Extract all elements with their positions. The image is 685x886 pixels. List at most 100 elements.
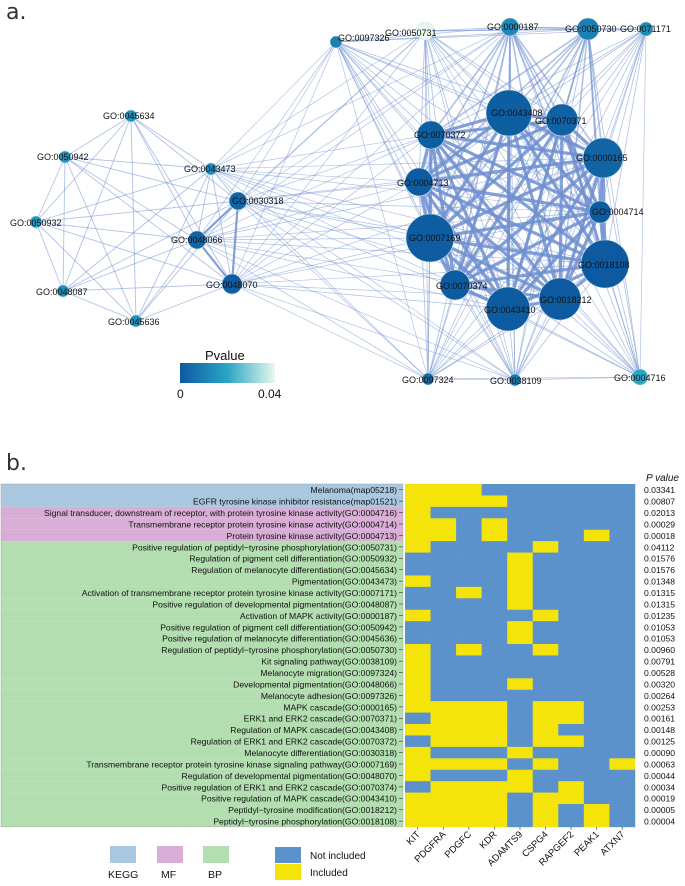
heatmap-cell (558, 746, 585, 759)
pvalue-label: 0.00044 (644, 771, 675, 781)
network-node (580, 239, 630, 289)
pvalue-label: 0.01315 (644, 599, 675, 609)
heatmap-cell (609, 609, 636, 622)
heatmap-cell (430, 495, 457, 508)
network-edge (514, 263, 606, 381)
network-edge (62, 283, 233, 292)
heatmap-cell (507, 598, 534, 611)
network-edge (429, 210, 601, 240)
heatmap-cell (558, 541, 585, 553)
status-legend-label: Included (310, 868, 348, 879)
heatmap-cell (583, 495, 610, 508)
heatmap-cell (481, 781, 508, 793)
network-edge (130, 115, 212, 170)
heatmap-cell (507, 609, 534, 622)
heatmap-cell (481, 769, 508, 782)
heatmap-cell (481, 689, 508, 702)
heatmap-cell (532, 632, 559, 645)
heatmap-cell (405, 529, 431, 542)
heatmap-cell (609, 666, 636, 679)
heatmap-cell (405, 735, 431, 748)
network-edge (335, 41, 561, 300)
network-edge (196, 41, 337, 241)
heatmap-cell (532, 621, 559, 633)
heatmap-cell (558, 735, 585, 748)
heatmap-cell (583, 586, 610, 599)
heatmap-cell (583, 781, 610, 793)
network-node-label: GO:0050730 (565, 24, 617, 34)
pvalue-label: 0.00005 (644, 805, 675, 815)
heatmap-cell (558, 644, 585, 656)
network-edge (335, 41, 641, 378)
network-edge (62, 200, 239, 292)
network-node (588, 200, 612, 224)
heatmap-cell (405, 758, 431, 771)
heatmap-cell (481, 632, 508, 645)
network-edge (427, 28, 589, 380)
network-node-label: GO:0004716 (614, 373, 666, 383)
heatmap-cell (558, 701, 585, 713)
category-band (1, 632, 403, 645)
network-edge (64, 156, 212, 170)
heatmap-cell (456, 644, 482, 656)
heatmap-cell (430, 632, 457, 645)
category-band (1, 484, 403, 496)
heatmap-cell (507, 632, 534, 645)
network-node (582, 137, 624, 179)
term-label: Melanocyte migration(GO:0097324) (260, 668, 397, 678)
term-label: Positive regulation of peptidyl−tyrosine… (132, 542, 397, 552)
heatmap-cell (507, 586, 534, 599)
term-label: Transmembrane receptor protein tyrosine … (86, 759, 397, 769)
network-edge (599, 211, 641, 378)
network-edge (418, 28, 647, 183)
category-band (1, 804, 403, 816)
network-edge (231, 283, 429, 380)
heatmap-cell (558, 518, 585, 531)
network-node (631, 368, 649, 386)
network-edge (509, 26, 561, 300)
heatmap-cell (583, 735, 610, 748)
term-label: MAPK cascade(GO:0000165) (283, 702, 397, 712)
pvalue-label: 0.00004 (644, 817, 675, 827)
heatmap-cell (558, 758, 585, 771)
heatmap-cell (558, 632, 585, 645)
heatmap-cell (532, 506, 559, 519)
heatmap-cell (456, 712, 482, 725)
heatmap-cell (405, 495, 431, 508)
heatmap-cell (558, 564, 585, 576)
term-label: Melanoma(map05218) (311, 485, 398, 495)
heatmap-cell (532, 575, 559, 588)
network-edge (430, 28, 647, 136)
heatmap-cell (609, 598, 636, 611)
heatmap-cell (430, 769, 457, 782)
category-swatch (110, 846, 136, 863)
heatmap-cell (405, 564, 431, 576)
category-band (1, 495, 403, 507)
pvalue-label: 0.00320 (644, 679, 675, 689)
network-edge (639, 28, 647, 378)
category-band (1, 518, 403, 530)
heatmap-cell (507, 701, 534, 713)
pvalue-label: 0.00029 (644, 519, 675, 529)
network-edge (35, 221, 233, 285)
heatmap-cell (558, 781, 585, 793)
heatmap-cell (481, 541, 508, 553)
category-band (1, 701, 403, 713)
heatmap-cell (430, 484, 457, 496)
category-band (1, 758, 403, 770)
heatmap-cell (430, 804, 457, 816)
network-edge (514, 28, 589, 381)
network-edge (424, 30, 509, 310)
heatmap-cell (532, 781, 559, 793)
term-label: Regulation of pigment cell differentiati… (189, 554, 397, 564)
network-edge (508, 28, 647, 114)
heatmap-cell (583, 506, 610, 519)
heatmap-cell (507, 769, 534, 782)
network-edge (509, 26, 604, 159)
term-label: Peptidyl−tyrosine modification(GO:001821… (228, 805, 397, 815)
network-edge (430, 133, 601, 214)
pvalue-label: 0.00148 (644, 725, 675, 735)
heatmap-cell (532, 598, 559, 611)
network-node (187, 230, 207, 250)
